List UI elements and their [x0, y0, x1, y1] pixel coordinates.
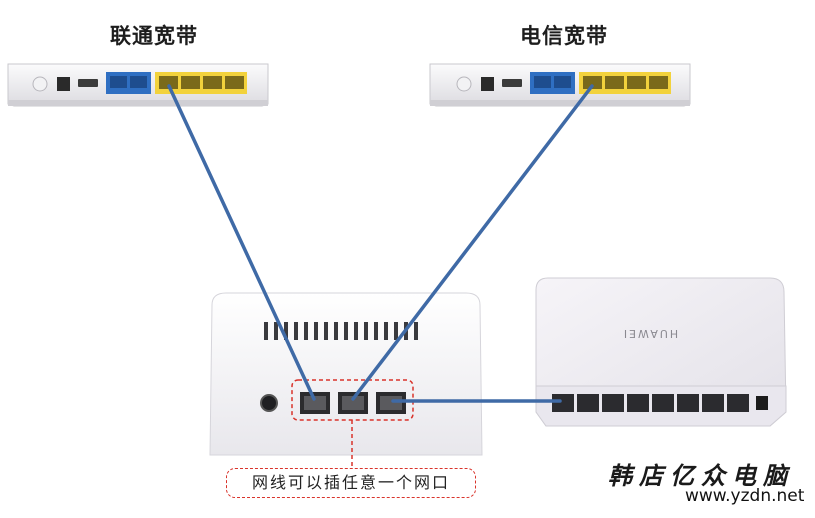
router	[209, 292, 483, 468]
telecom-modem	[429, 63, 691, 107]
power-button-icon	[32, 76, 48, 92]
lan-ports-yellow	[155, 72, 247, 94]
label-unicom-broadband: 联通宽带	[110, 24, 198, 48]
watermark-chinese: 韩店亿众电脑	[608, 461, 794, 490]
router-ports	[300, 392, 406, 414]
lan-ports-yellow	[579, 72, 671, 94]
phone-ports-blue	[106, 72, 151, 94]
power-jack-icon	[57, 77, 70, 91]
ports-dashed-highlight	[291, 379, 414, 421]
cable-unicom-to-router	[167, 84, 316, 401]
watermark-url: www.yzdn.net	[685, 486, 805, 506]
usb-port-icon	[78, 79, 98, 87]
port-note: 网线可以插任意一个网口	[226, 468, 476, 498]
label-telecom-broadband: 电信宽带	[520, 24, 608, 48]
cable-telecom-to-router	[351, 84, 594, 401]
switch-ports	[552, 394, 768, 412]
switch-brand-logo: HUAWEI	[622, 327, 678, 340]
power-jack-icon	[481, 77, 494, 91]
router-power-icon	[260, 394, 278, 412]
unicom-modem	[7, 63, 269, 107]
cables	[167, 84, 594, 403]
switch: HUAWEI	[535, 277, 787, 427]
power-button-icon	[456, 76, 472, 92]
phone-ports-blue	[530, 72, 575, 94]
usb-port-icon	[502, 79, 522, 87]
